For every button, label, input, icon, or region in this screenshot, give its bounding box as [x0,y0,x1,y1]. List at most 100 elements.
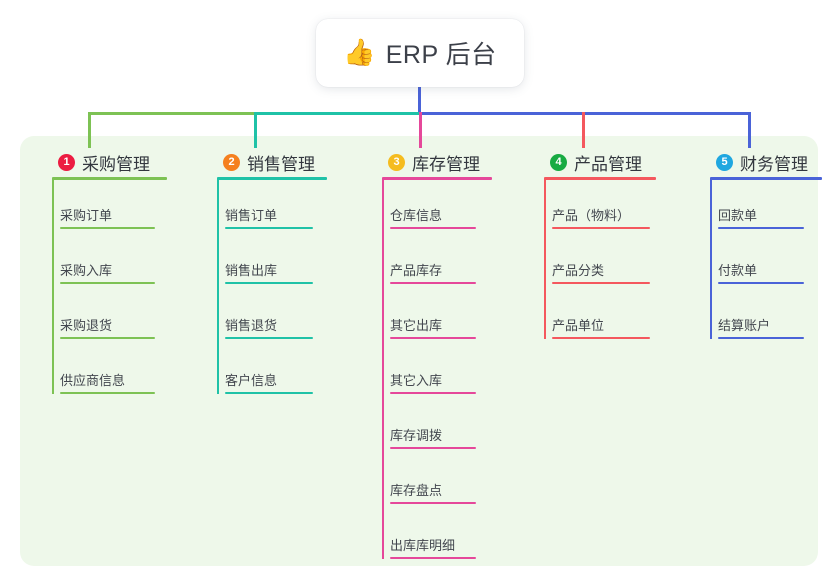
leaf-item-rule [390,227,476,229]
leaf-item-label: 产品分类 [552,263,605,278]
leaf-item[interactable]: 产品分类 [552,258,650,284]
leaf-item-rule [225,337,313,339]
leaf-item-rule [718,227,804,229]
thumbs-up-icon: 👍 [343,38,376,68]
leaf-item-rule [390,392,476,394]
leaf-item-label: 其它出库 [390,318,443,333]
leaf-item[interactable]: 采购退货 [60,313,155,339]
leaf-item-rule [718,337,804,339]
leaf-item-label: 付款单 [718,263,758,278]
leaf-item[interactable]: 出库库明细 [390,533,476,559]
leaf-item-label: 结算账户 [718,318,771,333]
leaf-item-rule [60,337,155,339]
leaf-item-rule [60,227,155,229]
branch-spine [217,179,219,394]
leaf-item[interactable]: 库存调拨 [390,423,476,449]
branch-spine [382,179,384,559]
branch-drop-connector-5 [748,112,751,148]
leaf-item-label: 回款单 [718,208,758,223]
horizontal-connector-segment-2 [254,112,422,115]
branch-spine [544,179,546,339]
leaf-item[interactable]: 采购订单 [60,203,155,229]
branch-header-3[interactable]: 3 库存管理 [372,149,480,175]
leaf-item[interactable]: 仓库信息 [390,203,476,229]
leaf-item[interactable]: 产品（物料） [552,203,650,229]
branch-title: 采购管理 [82,154,150,174]
branch-column-3: 3 库存管理仓库信息产品库存其它出库其它入库库存调拨库存盘点出库库明细 [372,149,492,559]
branch-drop-connector-1 [88,112,91,148]
leaf-item-label: 出库库明细 [390,538,456,553]
leaf-item[interactable]: 客户信息 [225,368,313,394]
leaf-item[interactable]: 销售订单 [225,203,313,229]
leaf-item-rule [552,337,650,339]
leaf-item-label: 仓库信息 [390,208,443,223]
branch-number-badge: 5 [716,153,733,171]
leaf-item[interactable]: 采购入库 [60,258,155,284]
leaf-item-label: 客户信息 [225,373,278,388]
branch-drop-connector-2 [254,112,257,148]
leaf-item-rule [225,282,313,284]
leaf-item-rule [225,392,313,394]
branch-header-rule [217,177,327,180]
leaf-item-label: 采购退货 [60,318,113,333]
branch-drop-connector-4 [582,112,585,148]
leaf-item-label: 产品单位 [552,318,605,333]
leaf-item-rule [390,557,476,559]
leaf-item-label: 库存盘点 [390,483,443,498]
leaf-item[interactable]: 付款单 [718,258,804,284]
branch-header-rule [544,177,656,180]
leaf-item[interactable]: 产品单位 [552,313,650,339]
leaf-item-rule [60,392,155,394]
leaf-item-label: 采购入库 [60,263,113,278]
leaf-item-rule [60,282,155,284]
leaf-item[interactable]: 库存盘点 [390,478,476,504]
leaf-item-label: 供应商信息 [60,373,126,388]
leaf-item-rule [390,502,476,504]
leaf-item-label: 其它入库 [390,373,443,388]
horizontal-connector-segment-3 [419,112,585,115]
branch-header-1[interactable]: 1 采购管理 [42,149,150,175]
leaf-item-rule [390,337,476,339]
branch-column-1: 1 采购管理采购订单采购入库采购退货供应商信息 [42,149,167,394]
leaf-item-rule [225,227,313,229]
branch-title: 财务管理 [740,154,808,174]
leaf-item-rule [552,227,650,229]
leaf-item[interactable]: 其它出库 [390,313,476,339]
branch-column-5: 5 财务管理回款单付款单结算账户 [700,149,822,339]
leaf-item-label: 销售出库 [225,263,278,278]
root-node[interactable]: 👍 ERP 后台 [316,19,524,87]
leaf-item[interactable]: 结算账户 [718,313,804,339]
leaf-item-rule [552,282,650,284]
branch-number-badge: 3 [388,153,405,171]
branch-column-4: 4 产品管理产品（物料） 产品分类产品单位 [534,149,656,339]
leaf-item[interactable]: 销售退货 [225,313,313,339]
branch-header-4[interactable]: 4 产品管理 [534,149,642,175]
leaf-item[interactable]: 回款单 [718,203,804,229]
branch-header-rule [52,177,167,180]
branch-title: 库存管理 [412,154,480,174]
branch-number-badge: 4 [550,153,567,171]
leaf-item-rule [390,447,476,449]
branch-title: 产品管理 [574,154,642,174]
branch-number-badge: 1 [58,153,75,171]
leaf-item-label: 销售退货 [225,318,278,333]
branch-spine [710,179,712,339]
leaf-item[interactable]: 产品库存 [390,258,476,284]
branch-header-rule [382,177,492,180]
leaf-item-label: 销售订单 [225,208,278,223]
branch-spine [52,179,54,394]
root-title: ERP 后台 [385,41,497,69]
root-stem-connector [418,87,421,115]
leaf-item[interactable]: 供应商信息 [60,368,155,394]
branch-header-rule [710,177,822,180]
leaf-item-label: 产品库存 [390,263,443,278]
branch-header-5[interactable]: 5 财务管理 [700,149,808,175]
branch-number-badge: 2 [223,153,240,171]
horizontal-connector-segment-4 [582,112,751,115]
leaf-item-label: 产品（物料） [552,208,631,223]
leaf-item[interactable]: 销售出库 [225,258,313,284]
leaf-item[interactable]: 其它入库 [390,368,476,394]
